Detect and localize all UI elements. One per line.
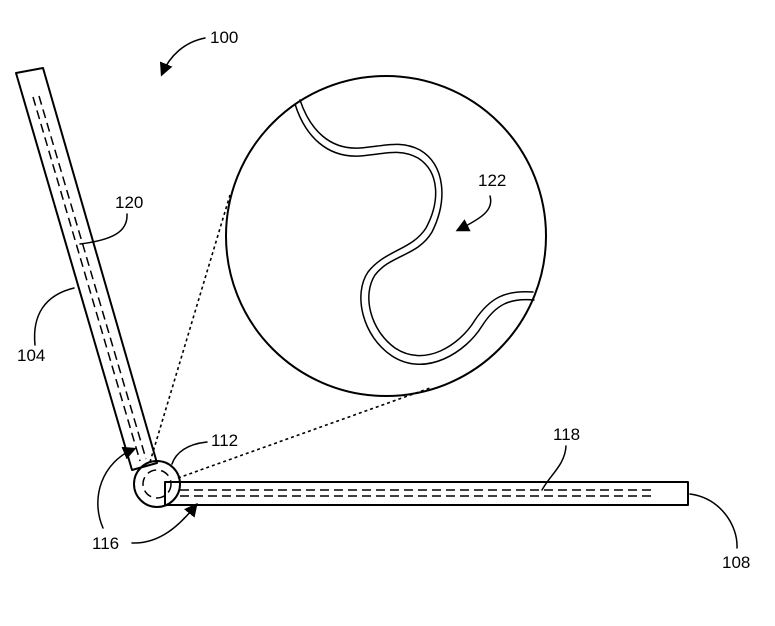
curve-outer [300,100,533,356]
ref-label-122: 122 [478,171,506,190]
label-group-112: 112 [172,431,238,464]
second-portion-outline [165,482,688,505]
first-conductor-dashed [33,97,140,461]
ref-label-104: 104 [17,346,45,365]
magnified-circle [226,76,546,396]
leader-104 [35,288,74,345]
label-group-120: 120 [80,193,143,244]
arrow-122 [458,196,491,230]
projection-lines [150,195,430,478]
curve-inner [295,104,534,364]
ref-label-100: 100 [210,28,238,47]
label-group-100: 100 [162,28,238,74]
label-group-104: 104 [17,288,74,365]
hinge-inner-dashed-circle [143,470,171,498]
ref-label-112: 112 [211,431,238,450]
ref-label-118: 118 [553,425,580,444]
second-portion [165,482,688,505]
projection-line-upper [150,195,230,462]
ref-label-116: 116 [92,534,119,553]
magnified-detail: 122 [226,76,546,396]
first-portion-outline [16,68,157,470]
label-group-118: 118 [542,425,580,490]
hinge [134,461,180,507]
hinge-outer-circle [134,461,180,507]
first-portion [16,68,157,470]
leader-118 [542,446,566,490]
ref-label-120: 120 [115,193,143,212]
ref-label-108: 108 [722,553,750,572]
leader-112 [172,442,207,464]
label-group-108: 108 [690,494,750,572]
arrow-100 [162,38,205,74]
first-conductor-dashed-2 [39,96,146,459]
leader-108 [690,494,737,548]
arrow-116-lower [132,505,196,543]
